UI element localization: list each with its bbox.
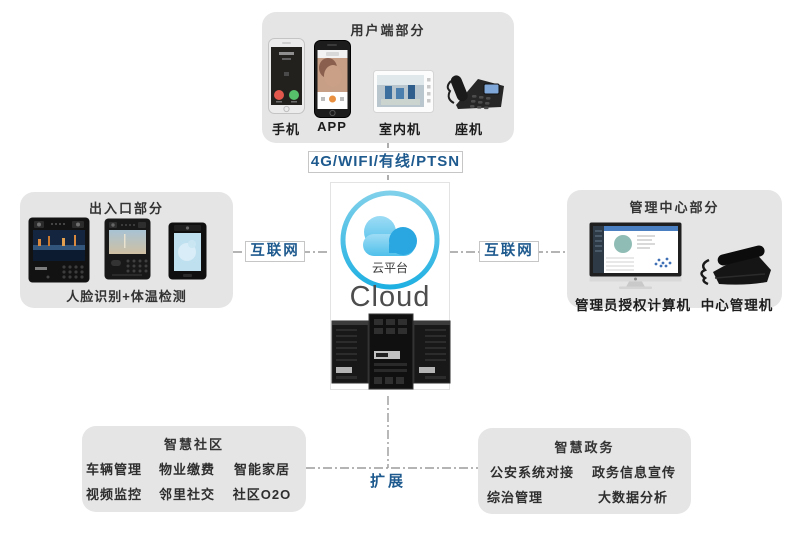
internet-label-right: 互联网 xyxy=(479,241,539,262)
access-panel-medium-image xyxy=(104,218,151,280)
government-item: 大数据分析 xyxy=(597,490,669,505)
cloud-caption: Cloud xyxy=(349,281,431,313)
community-item: 视频监控 xyxy=(85,487,143,502)
smart-government-box: 智慧政务 公安系统对接 政务信息宣传 综治管理 大数据分析 xyxy=(478,428,691,514)
desk-phone-image xyxy=(442,69,508,113)
device-label: 室内机 xyxy=(378,122,422,137)
management-center-box: 管理中心部分 xyxy=(567,190,782,313)
smart-community-box: 智慧社区 车辆管理 物业缴费 智能家居 视频监控 邻里社交 社区O2O xyxy=(82,426,306,512)
device-label: 手机 xyxy=(271,122,301,137)
cloud-platform-box: 云平台 Cloud xyxy=(330,182,451,390)
device-label: 中心管理机 xyxy=(700,298,774,313)
center-management-phone-image xyxy=(695,240,775,288)
device-label: 座机 xyxy=(454,122,484,137)
community-item: 车辆管理 xyxy=(85,462,143,477)
indoor-monitor-image xyxy=(373,70,434,113)
mobile-call-phone-image xyxy=(268,38,305,114)
smart-community-title: 智慧社区 xyxy=(163,437,224,452)
admin-computer-image xyxy=(589,222,682,290)
access-panel-small-image xyxy=(168,222,207,280)
internet-label-left: 互联网 xyxy=(245,241,305,262)
community-item: 智能家居 xyxy=(233,462,291,477)
server-towers-image xyxy=(331,313,451,390)
device-label: APP xyxy=(317,119,347,134)
entrance-title: 出入口部分 xyxy=(88,201,164,216)
entrance-box: 出入口部分 xyxy=(20,192,233,308)
management-center-title: 管理中心部分 xyxy=(629,200,720,215)
cloud-platform-label: 云平台 xyxy=(371,261,408,275)
community-item: 邻里社交 xyxy=(158,487,216,502)
network-link-label: 4G/WIFI/有线/PTSN xyxy=(308,151,463,173)
expansion-label: 扩展 xyxy=(369,473,406,490)
app-phone-image xyxy=(314,40,351,118)
government-item: 政务信息宣传 xyxy=(591,465,677,480)
user-terminal-box: 用户端部分 xyxy=(262,12,514,143)
smart-government-title: 智慧政务 xyxy=(554,440,615,455)
access-panel-large-image xyxy=(28,217,90,283)
cloud-platform-icon xyxy=(340,190,440,290)
device-label: 管理员授权计算机 xyxy=(575,298,691,313)
government-item: 公安系统对接 xyxy=(489,465,575,480)
community-item: 物业缴费 xyxy=(158,462,216,477)
government-item: 综治管理 xyxy=(486,490,544,505)
community-item: 社区O2O xyxy=(232,487,292,502)
user-terminal-title: 用户端部分 xyxy=(350,23,426,38)
entrance-caption: 人脸识别+体温检测 xyxy=(66,289,187,304)
